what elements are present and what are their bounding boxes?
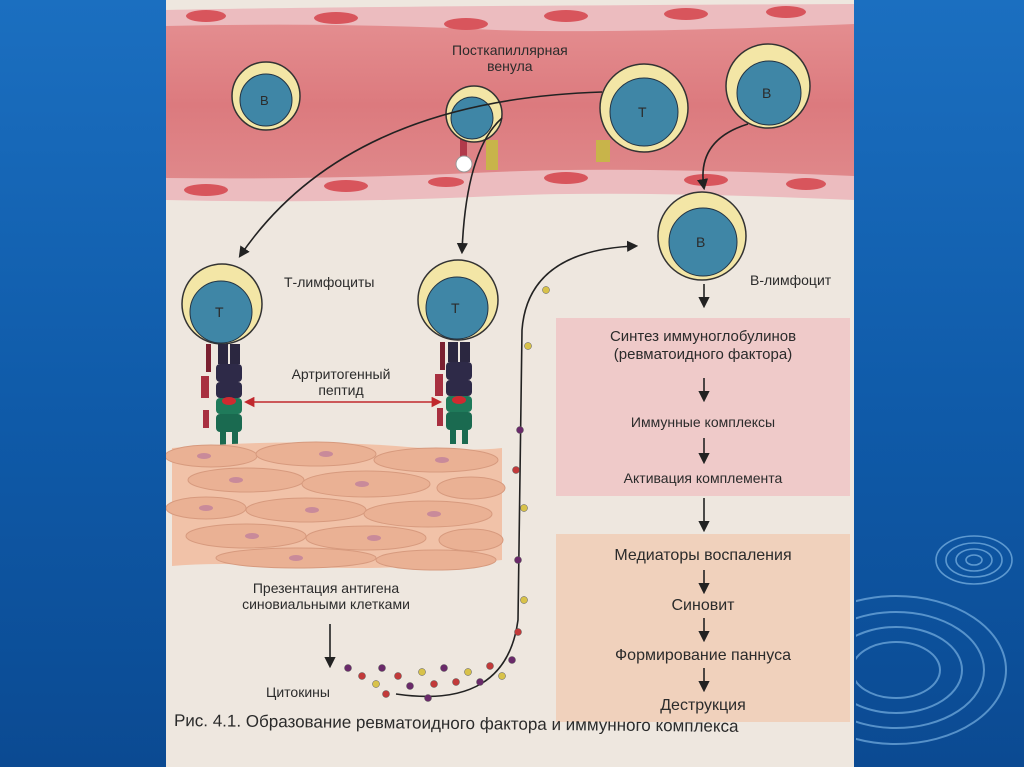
t-lymphocyte-left bbox=[181, 263, 263, 345]
decor-swirl-small bbox=[935, 535, 1013, 585]
cell-letter-b1: В bbox=[260, 93, 269, 108]
diagram-canvas bbox=[166, 4, 854, 722]
cell-letter-t-left: Т bbox=[215, 304, 224, 320]
pathway-step-synthesis: Синтез иммуноглобулинов (ревматоидного ф… bbox=[609, 328, 797, 363]
cell-letter-t-vessel: Т bbox=[638, 104, 647, 120]
arrow-cytokines-to-b bbox=[395, 240, 639, 698]
figure-page: В Т В В Т Т Посткапиллярная венула Т-лим… bbox=[166, 0, 854, 767]
cell-letter-b-lymphocyte: В bbox=[696, 234, 706, 250]
cell-letter-t-right: Т bbox=[451, 300, 460, 316]
presentation-label: Презентация антигена синовиальными клетк… bbox=[242, 580, 410, 613]
pathway-step-pannus: Формирование паннуса bbox=[615, 647, 791, 664]
b-lymphocyte-label: В-лимфоцит bbox=[750, 272, 832, 288]
arrow-to-t-left bbox=[238, 91, 603, 258]
pathway-step-complement: Активация комплемента bbox=[623, 470, 783, 486]
t-cell-vessel-adhering bbox=[445, 85, 503, 143]
arrow-to-t-right bbox=[456, 117, 503, 255]
t-cell-vessel bbox=[599, 63, 689, 153]
arrow-b-to-b bbox=[697, 123, 749, 191]
b-cell-vessel-2 bbox=[725, 43, 811, 129]
cytokines-label: Цитокины bbox=[266, 684, 330, 700]
pathway-box-pink bbox=[556, 318, 850, 496]
receptor-complex-right bbox=[435, 342, 472, 444]
cell-letter-b2: В bbox=[762, 85, 772, 101]
b-cell-vessel-1 bbox=[231, 61, 301, 131]
cytokine-particles bbox=[344, 286, 550, 702]
receptor-complex-left bbox=[201, 344, 242, 446]
pathway-top: Синтез иммуноглобулинов (ревматоидного ф… bbox=[556, 318, 850, 496]
pathway-step-destruction: Деструкция bbox=[660, 697, 746, 714]
t-lymphocytes-label: Т-лимфоциты bbox=[284, 274, 375, 290]
b-lymphocyte-cell bbox=[657, 191, 747, 281]
adhesion-molecules bbox=[455, 136, 610, 173]
venule-vessel bbox=[166, 4, 854, 202]
peptide-label: Артритогенный пептид bbox=[291, 366, 391, 399]
pathway-bottom: Медиаторы воспаления Синовит Формировани… bbox=[556, 534, 850, 722]
decor-swirl-large bbox=[856, 595, 1007, 745]
synovial-tissue bbox=[166, 441, 506, 571]
venule-label: Посткапиллярная венула bbox=[452, 42, 568, 75]
pathway-step-immune-complexes: Иммунные комплексы bbox=[630, 414, 776, 430]
pathway-step-mediators: Медиаторы воспаления bbox=[614, 547, 792, 564]
pathway-step-synovitis: Синовит bbox=[671, 597, 735, 614]
t-lymphocyte-right bbox=[417, 259, 499, 341]
